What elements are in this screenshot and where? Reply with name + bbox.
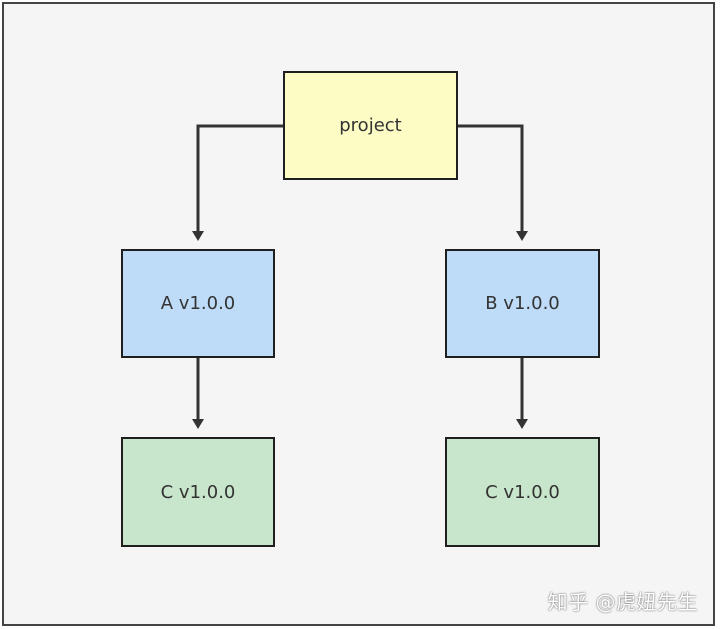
node-c-under-a: C v1.0.0 [121,437,275,547]
node-c-under-b-label: C v1.0.0 [485,481,560,503]
node-c-under-a-label: C v1.0.0 [160,481,236,503]
edge-project-to-a [192,124,283,241]
node-a: A v1.0.0 [121,249,275,358]
node-b: B v1.0.0 [445,249,600,358]
watermark: 知乎 @虎妞先生 [547,590,698,614]
edge-project-to-b [458,124,528,241]
node-project-label: project [339,115,402,136]
node-project: project [283,71,458,180]
node-b-label: B v1.0.0 [485,293,560,314]
node-c-under-b: C v1.0.0 [445,437,600,547]
node-a-label: A v1.0.0 [160,293,236,314]
